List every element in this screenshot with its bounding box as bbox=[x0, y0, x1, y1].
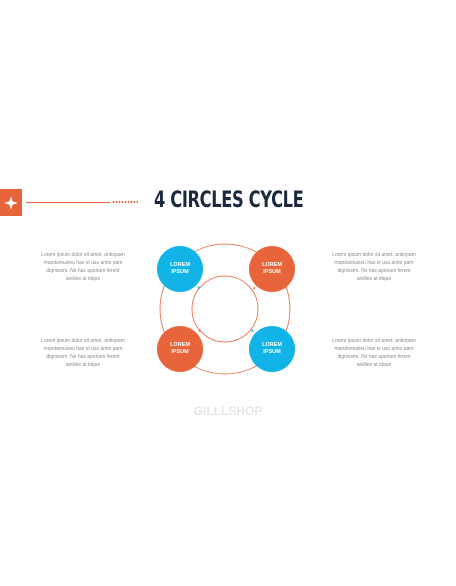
paragraph-top-left: Lorem ipsum dolor sit amet, antiopam man… bbox=[41, 252, 125, 282]
arrow-top-left bbox=[198, 286, 201, 289]
paragraph-bottom-left: Lorem ipsum dolor sit amet, antiopam man… bbox=[41, 338, 125, 368]
arrow-bottom-left bbox=[198, 329, 201, 332]
inner-ring bbox=[191, 275, 259, 343]
header-divider-line bbox=[26, 202, 110, 203]
watermark: GILLLSHOP bbox=[193, 404, 263, 418]
sparkle-icon bbox=[4, 195, 18, 210]
header-divider-dots bbox=[112, 201, 138, 203]
paragraph-bottom-right: Lorem ipsum dolor sit amet, antiopam man… bbox=[332, 338, 416, 368]
arrow-top-right bbox=[253, 286, 255, 289]
header-badge bbox=[0, 189, 22, 216]
outer-ring bbox=[159, 243, 291, 375]
paragraph-top-right: Lorem ipsum dolor sit amet, antiopam man… bbox=[332, 252, 416, 282]
slide-title: 4 CIRCLES CYCLE bbox=[154, 188, 304, 213]
arrow-bottom-right bbox=[251, 329, 254, 332]
